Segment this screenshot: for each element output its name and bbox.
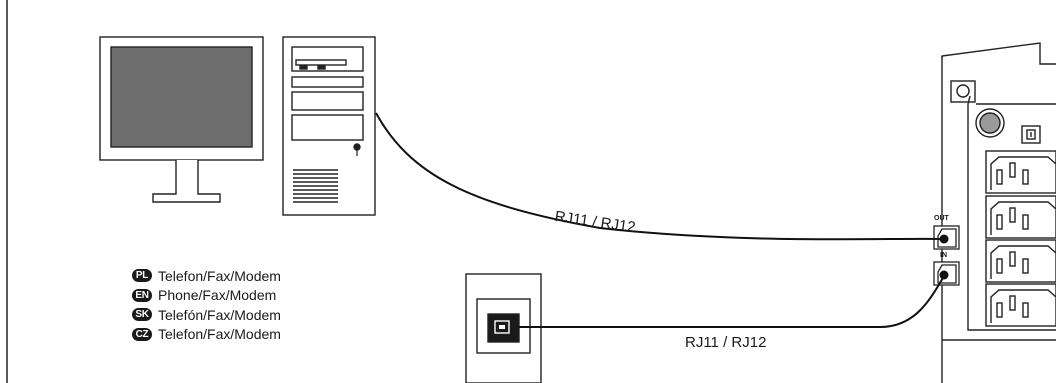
power-outlet-3 (985, 239, 1056, 283)
legend-text-cz: Telefon/Fax/Modem (158, 326, 281, 343)
in-port-label: IN (940, 252, 947, 259)
ups-power-outlets (985, 150, 1056, 327)
ups-back-panel (941, 42, 1056, 383)
language-badge-sk: SK (132, 308, 152, 322)
plug-out (939, 234, 949, 244)
lower-cable-label: RJ11 / RJ12 (685, 334, 767, 351)
language-badge-cz: CZ (132, 327, 152, 341)
language-badge-en: EN (132, 288, 152, 302)
legend-item-en: EN Phone/Fax/Modem (132, 286, 281, 306)
power-outlet-1 (985, 150, 1056, 194)
plug-in (939, 270, 949, 280)
computer-tower-icon (282, 36, 376, 216)
legend-item-sk: SK Telefón/Fax/Modem (132, 305, 281, 325)
power-outlet-4 (985, 283, 1056, 327)
legend-text-en: Phone/Fax/Modem (158, 287, 277, 304)
legend-text-sk: Telefón/Fax/Modem (158, 306, 281, 323)
cable-socket-to-ups-in (518, 275, 945, 328)
legend-item-pl: PL Telefon/Fax/Modem (132, 266, 281, 286)
wall-socket-icon (465, 273, 542, 383)
cable-computer-to-ups-out (375, 112, 943, 241)
monitor-icon (99, 36, 264, 203)
legend-item-cz: CZ Telefon/Fax/Modem (132, 325, 281, 345)
power-outlet-2 (985, 195, 1056, 239)
legend-text-pl: Telefon/Fax/Modem (158, 267, 281, 284)
device-legend: PL Telefon/Fax/Modem EN Phone/Fax/Modem … (132, 266, 281, 344)
language-badge-pl: PL (132, 269, 152, 283)
out-port-label: OUT (934, 215, 949, 222)
